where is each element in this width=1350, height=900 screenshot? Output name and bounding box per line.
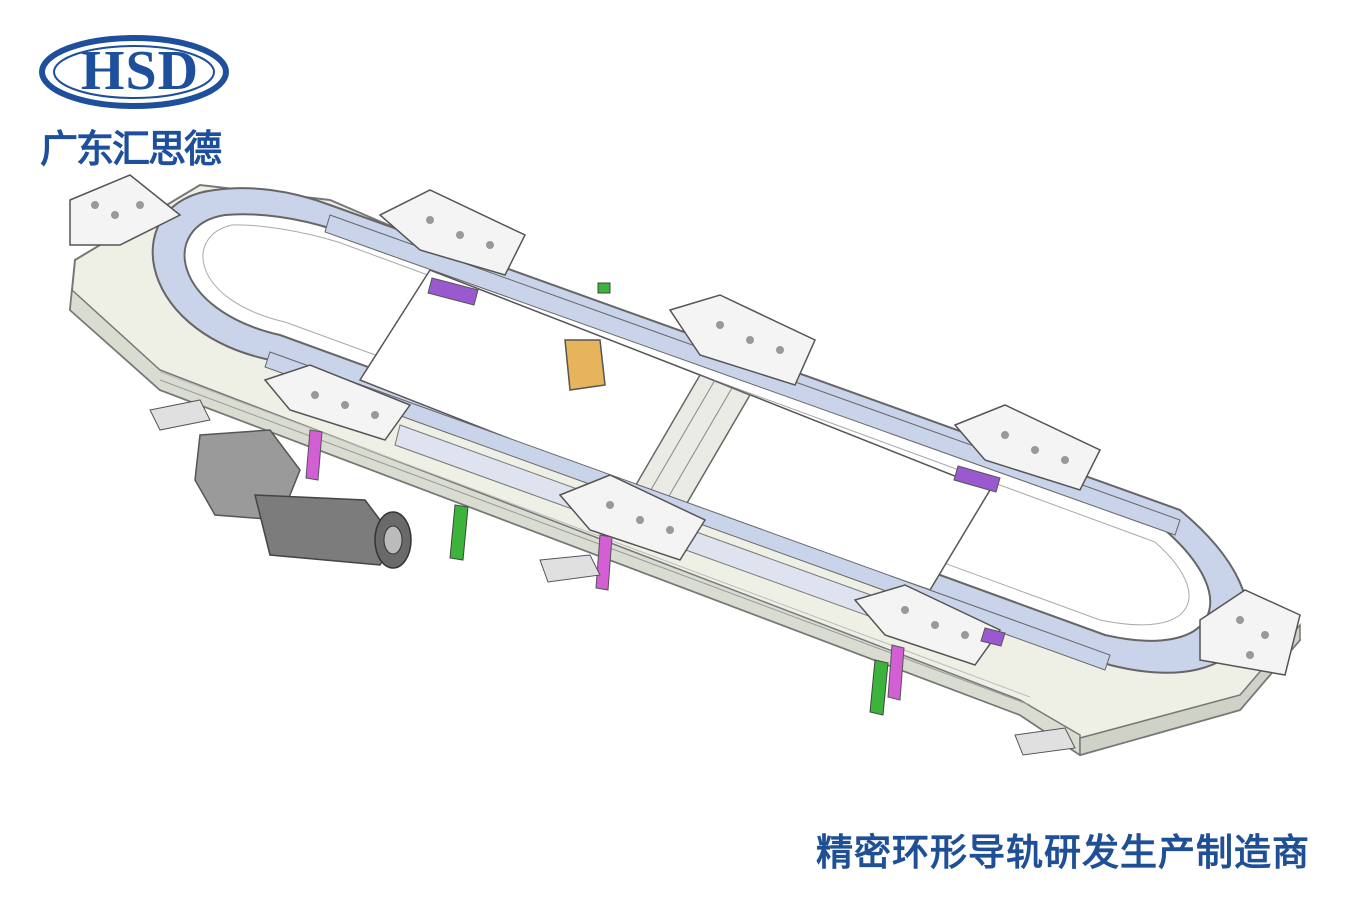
logo-oval-icon bbox=[39, 35, 229, 109]
carriage bbox=[378, 189, 527, 276]
carriage bbox=[953, 404, 1102, 491]
company-name: 广东汇思德 bbox=[40, 126, 222, 171]
tagline: 精密环形导轨研发生产制造商 bbox=[816, 830, 1310, 874]
accent-parts bbox=[305, 277, 1006, 716]
carriage bbox=[1199, 589, 1301, 676]
carriage bbox=[853, 584, 1002, 666]
carriage bbox=[668, 294, 816, 386]
carriage bbox=[558, 474, 707, 561]
servo-motor bbox=[194, 429, 412, 569]
mounting-feet bbox=[149, 399, 1076, 756]
carriages bbox=[69, 174, 1301, 676]
company-logo: HSD 广东汇思德 bbox=[36, 34, 236, 171]
carriage bbox=[263, 364, 412, 441]
logo-text: HSD bbox=[80, 40, 200, 102]
carriage bbox=[69, 174, 182, 246]
